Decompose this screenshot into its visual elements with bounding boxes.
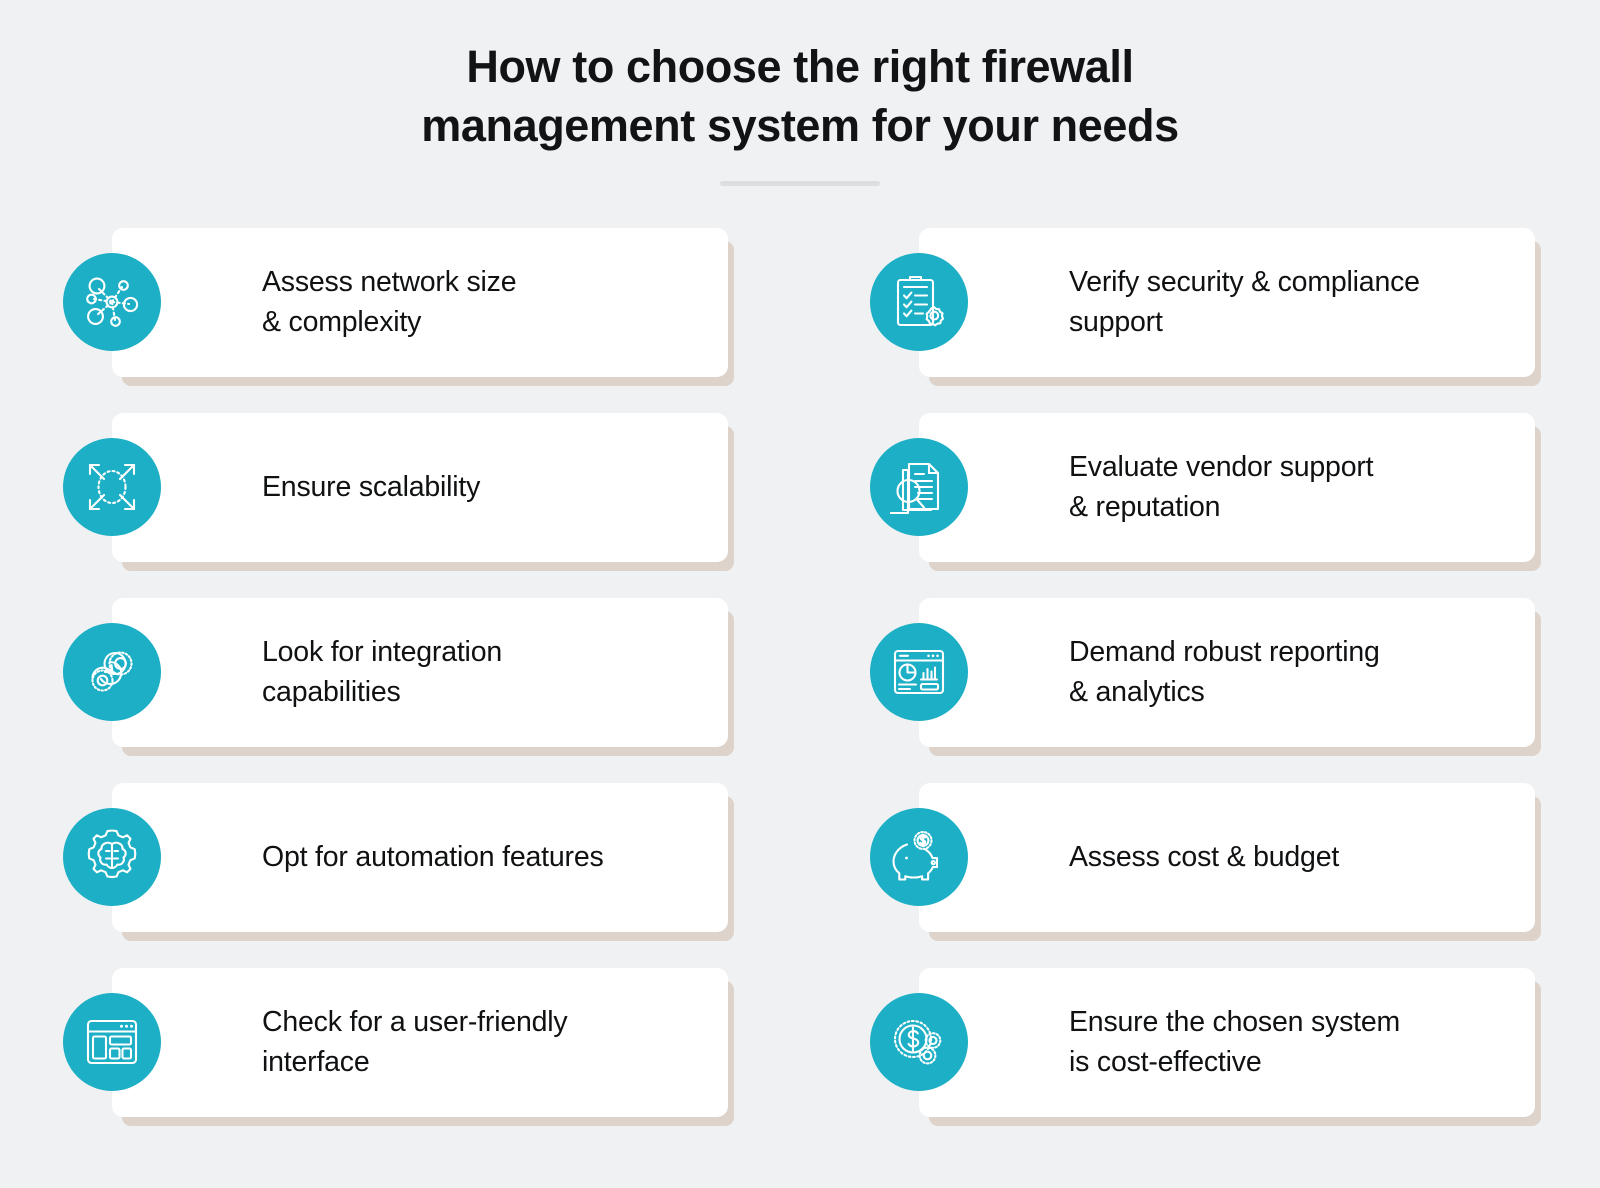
linked-gears-icon xyxy=(63,623,161,721)
checklist-card-label: Ensure the chosen system is cost-effecti… xyxy=(1069,1006,1401,1078)
magnifier-documents-icon xyxy=(870,438,968,536)
checklist-card-label: Demand robust reporting & analytics xyxy=(1069,636,1380,708)
page-title: How to choose the right firewall managem… xyxy=(300,38,1300,155)
checklist-item: Opt for automation features xyxy=(63,783,728,932)
checklist-card-label: Verify security & compliance support xyxy=(1069,266,1420,338)
clipboard-checklist-seal-icon xyxy=(870,253,968,351)
checklist-item: Assess network size & complexity xyxy=(63,228,728,377)
brain-gear-icon xyxy=(63,808,161,906)
checklist-grid: Assess network size & complexity Verify … xyxy=(63,228,1543,1117)
checklist-card-label: Check for a user-friendly interface xyxy=(262,1006,568,1078)
page-header: How to choose the right firewall managem… xyxy=(0,0,1600,186)
checklist-item: Demand robust reporting & analytics xyxy=(870,598,1535,747)
checklist-item: Assess cost & budget xyxy=(870,783,1535,932)
checklist-item: Ensure scalability xyxy=(63,413,728,562)
checklist-card-8[interactable]: Assess cost & budget xyxy=(919,783,1535,932)
dashboard-charts-icon xyxy=(870,623,968,721)
checklist-card-1[interactable]: Assess network size & complexity xyxy=(112,228,728,377)
checklist-item: Look for integration capabilities xyxy=(63,598,728,747)
checklist-card-4[interactable]: Evaluate vendor support & reputation xyxy=(919,413,1535,562)
piggy-bank-icon xyxy=(870,808,968,906)
checklist-card-10[interactable]: Ensure the chosen system is cost-effecti… xyxy=(919,968,1535,1117)
title-divider xyxy=(720,181,880,186)
checklist-card-label: Assess cost & budget xyxy=(1069,840,1340,873)
page-title-line-2: management system for your needs xyxy=(421,99,1179,151)
checklist-card-label: Look for integration capabilities xyxy=(262,636,502,708)
checklist-card-label: Opt for automation features xyxy=(262,840,604,873)
checklist-card-label: Evaluate vendor support & reputation xyxy=(1069,451,1374,523)
checklist-item: Evaluate vendor support & reputation xyxy=(870,413,1535,562)
checklist-card-label: Ensure scalability xyxy=(262,470,481,503)
network-nodes-icon xyxy=(63,253,161,351)
checklist-card-label: Assess network size & complexity xyxy=(262,266,517,338)
checklist-card-3[interactable]: Ensure scalability xyxy=(112,413,728,562)
dollar-gears-icon xyxy=(870,993,968,1091)
checklist-item: Ensure the chosen system is cost-effecti… xyxy=(870,968,1535,1117)
checklist-card-7[interactable]: Opt for automation features xyxy=(112,783,728,932)
checklist-item: Verify security & compliance support xyxy=(870,228,1535,377)
checklist-item: Check for a user-friendly interface xyxy=(63,968,728,1117)
checklist-card-6[interactable]: Demand robust reporting & analytics xyxy=(919,598,1535,747)
checklist-card-2[interactable]: Verify security & compliance support xyxy=(919,228,1535,377)
checklist-card-9[interactable]: Check for a user-friendly interface xyxy=(112,968,728,1117)
page-title-line-1: How to choose the right firewall xyxy=(466,41,1134,92)
checklist-card-5[interactable]: Look for integration capabilities xyxy=(112,598,728,747)
browser-layout-icon xyxy=(63,993,161,1091)
expand-arrows-icon xyxy=(63,438,161,536)
